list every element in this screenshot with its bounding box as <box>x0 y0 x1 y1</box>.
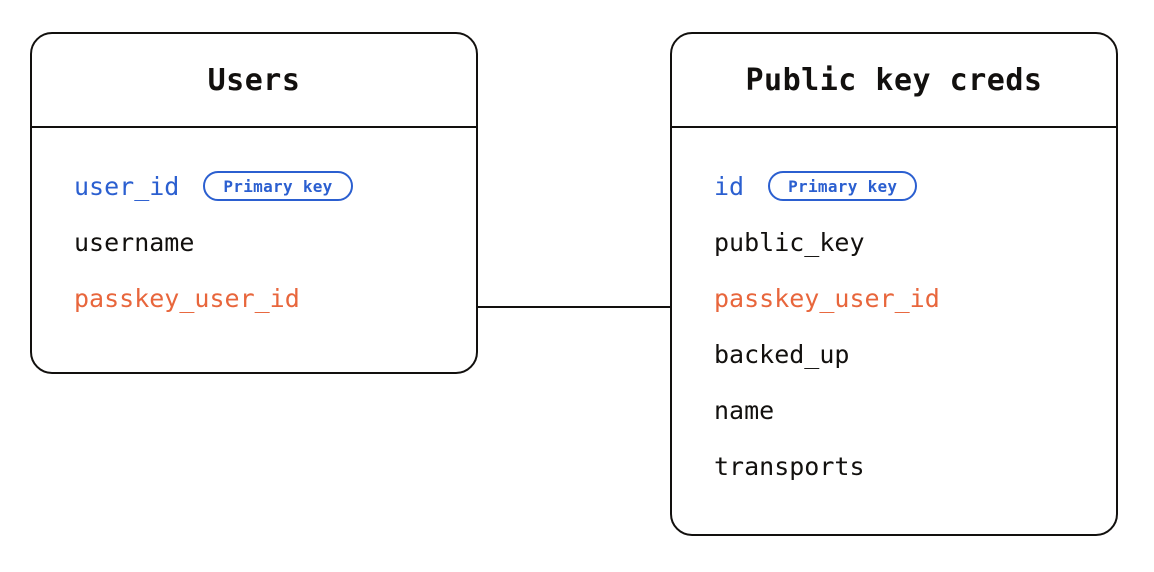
primary-key-badge: Primary key <box>203 171 353 201</box>
field-row-name[interactable]: name <box>714 382 1116 438</box>
field-name-public-key: public_key <box>714 227 865 257</box>
entity-fields-users: user_id Primary key username passkey_use… <box>32 128 476 326</box>
field-row-username[interactable]: username <box>74 214 476 270</box>
field-row-id[interactable]: id Primary key <box>714 158 1116 214</box>
entity-header-users: Users <box>32 34 476 128</box>
field-name-transports: transports <box>714 451 865 481</box>
entity-header-public-key-creds: Public key creds <box>672 34 1116 128</box>
field-row-public-key[interactable]: public_key <box>714 214 1116 270</box>
field-row-transports[interactable]: transports <box>714 438 1116 494</box>
field-name-passkey-user-id: passkey_user_id <box>714 283 940 313</box>
field-row-backed-up[interactable]: backed_up <box>714 326 1116 382</box>
field-name-passkey-user-id: passkey_user_id <box>74 283 300 313</box>
field-row-user-id[interactable]: user_id Primary key <box>74 158 476 214</box>
field-row-passkey-user-id[interactable]: passkey_user_id <box>714 270 1116 326</box>
field-name-username: username <box>74 227 195 257</box>
entity-card-users[interactable]: Users user_id Primary key username passk… <box>30 32 478 374</box>
entity-fields-public-key-creds: id Primary key public_key passkey_user_i… <box>672 128 1116 494</box>
field-name-id: id <box>714 171 745 201</box>
field-name-backed-up: backed_up <box>714 339 850 369</box>
entity-title-users: Users <box>207 62 301 98</box>
relationship-connector-line <box>478 306 670 308</box>
primary-key-badge: Primary key <box>768 171 918 201</box>
field-row-passkey-user-id[interactable]: passkey_user_id <box>74 270 476 326</box>
field-name-user-id: user_id <box>74 171 180 201</box>
entity-card-public-key-creds[interactable]: Public key creds id Primary key public_k… <box>670 32 1118 536</box>
field-name-name: name <box>714 395 775 425</box>
entity-title-public-key-creds: Public key creds <box>745 62 1043 98</box>
